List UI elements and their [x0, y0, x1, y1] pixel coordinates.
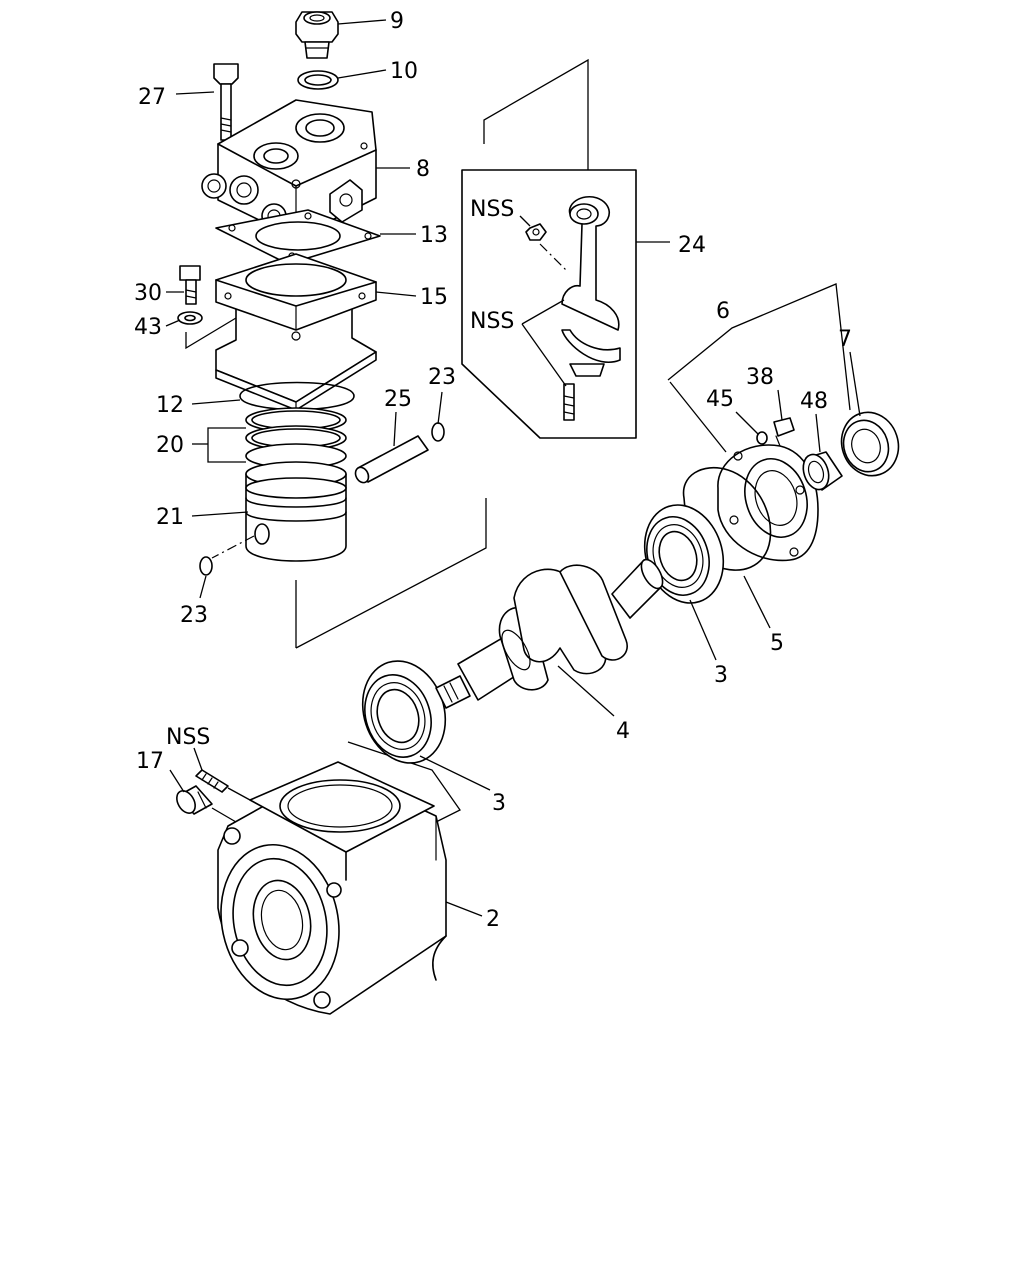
callout-labels: 9 10 27 8 13 30 15 43 12 20 21 25 23 23 … [134, 9, 852, 932]
callout-17: 17 [136, 749, 164, 774]
callout-13: 13 [420, 223, 448, 248]
callout-23-bottom: 23 [180, 603, 208, 628]
callout-12: 12 [156, 393, 184, 418]
callout-10: 10 [390, 59, 418, 84]
callout-9: 9 [390, 9, 404, 34]
fitting-part [295, 11, 339, 59]
callout-nss-caps: NSS [470, 309, 514, 334]
callout-nss-stud: NSS [166, 725, 210, 750]
callout-nss-nut: NSS [470, 197, 514, 222]
callout-20: 20 [156, 433, 184, 458]
callout-3-left: 3 [492, 791, 506, 816]
oil-seal-part [840, 411, 900, 477]
washer-part [177, 311, 203, 325]
callout-8: 8 [416, 157, 430, 182]
callout-43: 43 [134, 315, 162, 340]
callout-21: 21 [156, 505, 184, 530]
o-ring-part [239, 381, 355, 411]
callout-24: 24 [678, 233, 706, 258]
piston-rings-part [245, 407, 347, 469]
crankshaft-part [435, 558, 664, 709]
callout-45: 45 [706, 387, 734, 412]
leader-lines [165, 19, 861, 917]
head-gasket-part [215, 209, 381, 265]
short-bolt-part [179, 265, 201, 305]
callout-2: 2 [486, 907, 500, 932]
callout-5: 5 [770, 631, 784, 656]
piston-part [211, 461, 347, 562]
snap-ring-part [199, 422, 445, 576]
stud-part [195, 769, 229, 793]
bearing-cover-part [717, 444, 819, 562]
callout-23-top: 23 [428, 365, 456, 390]
callout-48: 48 [800, 389, 828, 414]
callout-27: 27 [138, 85, 166, 110]
callout-30: 30 [134, 281, 162, 306]
callout-6: 6 [716, 299, 730, 324]
ball-bearing-part [361, 660, 447, 764]
callout-7: 7 [838, 327, 852, 352]
plug-part [176, 785, 213, 815]
small-washer-part [756, 431, 768, 445]
crankcase-part [217, 761, 447, 1015]
callout-15: 15 [420, 285, 448, 310]
screw-part [773, 417, 795, 447]
long-bolt-part [213, 63, 239, 141]
callout-25: 25 [384, 387, 412, 412]
callout-38: 38 [746, 365, 774, 390]
cylinder-block-part [185, 253, 377, 411]
callout-3-right: 3 [714, 663, 728, 688]
gasket-ring-part [297, 70, 339, 90]
bush-part [802, 451, 843, 491]
piston-pin-part [354, 435, 429, 484]
callout-4: 4 [616, 719, 630, 744]
connecting-rod-inset [461, 169, 637, 439]
ball-bearing-part [643, 504, 725, 604]
